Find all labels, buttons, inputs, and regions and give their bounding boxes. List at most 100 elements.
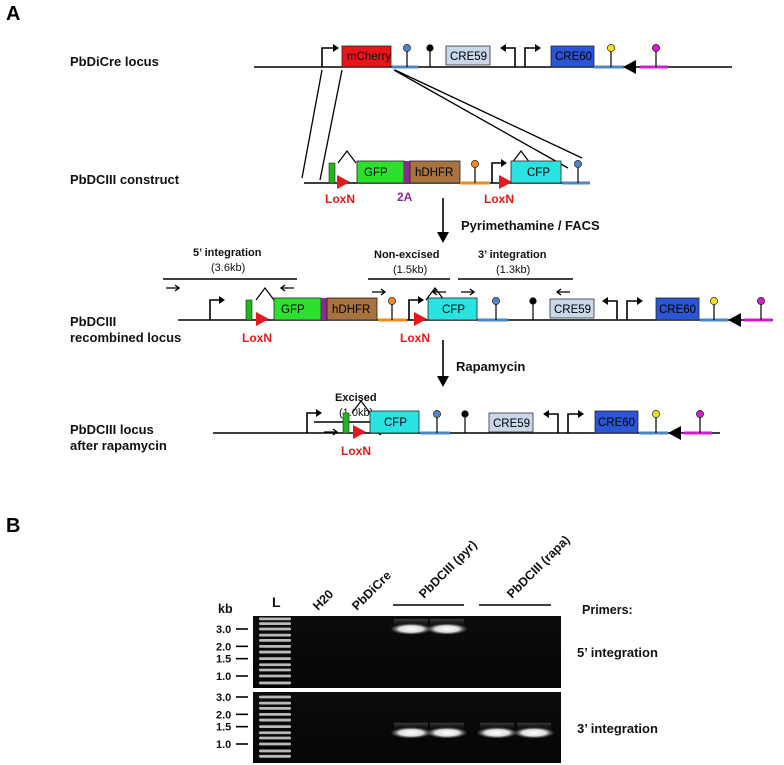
- lox-triangle-black-icon: [668, 426, 681, 440]
- gel-band: [427, 727, 467, 739]
- terminator-magenta-icon: [757, 297, 765, 305]
- panel-b-letter: B: [6, 515, 20, 537]
- lane-ladder-label: L: [272, 594, 281, 610]
- ladder-band: [259, 725, 291, 729]
- ladder-band: [259, 650, 291, 654]
- nonex-size: (1.5kb): [393, 264, 427, 276]
- lane-pbdicre-label: PbDiCre: [349, 568, 394, 613]
- primer-fwd-icon: [324, 428, 339, 436]
- row-label-after-1: PbDCIII locus: [70, 422, 154, 437]
- ladder-band: [259, 754, 291, 758]
- ladder-band: [259, 701, 291, 705]
- int3-title: 3’ integration: [478, 249, 547, 261]
- ladder-band: [259, 622, 291, 626]
- intron-icon: [511, 150, 531, 164]
- gel-1-label: 5’ integration: [577, 645, 658, 660]
- lane-pyr-label: PbDCIII (pyr): [416, 538, 479, 601]
- terminator-yellow-icon: [710, 297, 718, 305]
- gel-band: [391, 727, 431, 739]
- row-pbdciii-construct: PbDCIII construct GFP hDHFR CFP LoxN 2A …: [70, 150, 590, 206]
- kb-tick-label: 1.0: [216, 671, 231, 683]
- gel-2-label: 3’ integration: [577, 721, 658, 736]
- primer-fwd-icon: [461, 288, 476, 296]
- step-arrow-rapamycin: Rapamycin: [437, 340, 525, 387]
- ladder-band: [259, 627, 291, 631]
- band-smear: [480, 722, 514, 731]
- band-smear: [394, 722, 428, 731]
- kb-tick-label: 3.0: [216, 692, 231, 704]
- lox-triangle-red-icon: [337, 175, 350, 189]
- cre59-box: [549, 298, 595, 319]
- step-rapa-label: Rapamycin: [456, 359, 525, 374]
- promoter-arrow-icon: [535, 44, 541, 52]
- down-arrow-icon: [437, 376, 449, 387]
- lane-h2o-label: H20: [310, 587, 336, 613]
- intron-icon: [255, 287, 275, 301]
- gel-band: [427, 623, 467, 635]
- mcherry-box: [341, 45, 392, 68]
- t2a-box: [321, 298, 327, 320]
- terminator-blue-icon: [574, 160, 582, 168]
- ladder-band: [259, 638, 291, 642]
- terminator-black-icon: [426, 44, 434, 52]
- loxn-label: LoxN: [341, 444, 371, 458]
- gel-band: [391, 623, 431, 635]
- lane-rapa-label: PbDCIII (rapa): [504, 533, 572, 601]
- terminator-black-icon: [529, 297, 537, 305]
- gel-band: [514, 727, 554, 739]
- row-label-recombined-1: PbDCIII: [70, 314, 116, 329]
- hdhfr-box: [326, 297, 378, 321]
- band-smear: [430, 619, 464, 627]
- intron-icon: [425, 287, 445, 301]
- row-label-construct: PbDCIII construct: [70, 172, 180, 187]
- ladder-band: [259, 706, 291, 710]
- kb-tick-label: 1.0: [216, 739, 231, 751]
- loxn-label: LoxN: [242, 331, 272, 345]
- down-arrow-icon: [437, 232, 449, 243]
- cfp-label: CFP: [527, 167, 550, 179]
- gel-header: kb L H20 PbDiCre PbDCIII (pyr) PbDCIII (…: [218, 533, 633, 617]
- cre60-label: CRE60: [659, 304, 696, 316]
- cre60-label: CRE60: [598, 417, 635, 429]
- primer-rev-icon: [431, 288, 446, 296]
- terminator-orange-icon: [471, 160, 479, 168]
- primers-title: Primers:: [582, 603, 633, 617]
- primer-rev-icon: [555, 288, 570, 296]
- cre59-label: CRE59: [493, 418, 530, 430]
- gfp-label: GFP: [281, 304, 305, 316]
- ladder-band: [259, 617, 291, 621]
- terminator-blue-icon: [492, 297, 500, 305]
- terminator-blue-icon: [403, 44, 411, 52]
- lox-triangle-red-icon: [256, 312, 269, 326]
- intron-icon: [351, 400, 371, 414]
- kb-label: kb: [218, 602, 233, 616]
- ladder-band: [259, 674, 291, 678]
- cfp-label: CFP: [442, 304, 465, 316]
- hdhfr-label: hDHFR: [332, 304, 370, 316]
- mcherry-label: mCherry: [347, 51, 391, 63]
- kb-tick-label: 3.0: [216, 624, 231, 636]
- reverse-promoter-icon: [500, 44, 506, 52]
- recombination-lines: [301, 69, 583, 181]
- terminator-orange-icon: [388, 297, 396, 305]
- excised-title: Excised: [335, 392, 377, 404]
- promoter-arrow-icon: [418, 296, 424, 304]
- cfp-box: [510, 160, 562, 184]
- ladder-band: [259, 633, 291, 637]
- ladder-band: [259, 718, 291, 722]
- gel-5prime-integration: 3.02.01.51.0 5’ integration: [216, 616, 658, 688]
- lox-triangle-red-icon: [414, 312, 427, 326]
- kb-tick-label: 2.0: [216, 709, 231, 721]
- loxn-label: LoxN: [400, 331, 430, 345]
- lox-triangle-red-icon: [353, 425, 366, 439]
- promoter-arrow-icon: [501, 159, 507, 167]
- promoter-arrow-icon: [321, 47, 333, 67]
- int3-size: (1.3kb): [496, 264, 530, 276]
- ladder-band: [259, 712, 291, 716]
- ladder-band: [259, 657, 291, 661]
- gel-3prime-integration: 3.02.01.51.0 3’ integration: [216, 692, 658, 763]
- hdhfr-label: hDHFR: [415, 167, 453, 179]
- promoter-arrow-icon: [637, 297, 643, 305]
- terminator-magenta-icon: [652, 44, 660, 52]
